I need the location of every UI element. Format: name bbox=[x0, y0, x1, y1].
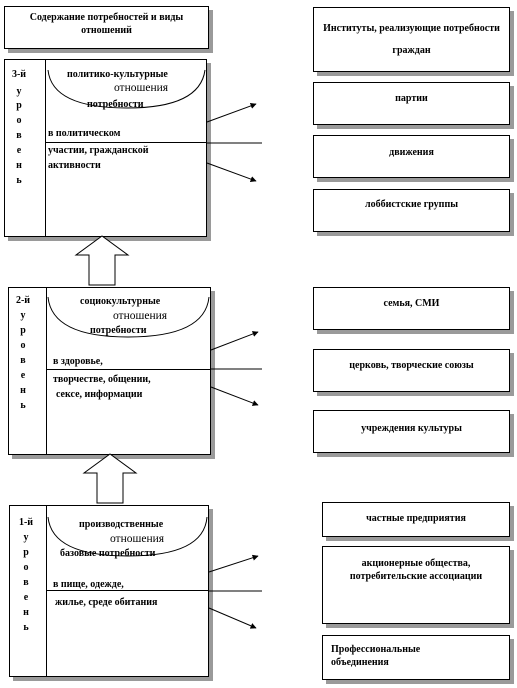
institution-family-media-text: семья, СМИ bbox=[383, 298, 440, 309]
level-2-arrow-up bbox=[210, 331, 259, 351]
level-3-label-0: 3-й bbox=[11, 69, 27, 80]
level-3-divider bbox=[45, 60, 46, 236]
institution-lobby-groups-text: лоббистские группы bbox=[364, 199, 459, 210]
level-3-relation-type: политико-культурные bbox=[67, 69, 168, 80]
institution-box-movements: движения bbox=[313, 135, 510, 178]
level-2-needs-line3: сексе, информации bbox=[56, 389, 143, 400]
level-3-label-2: р bbox=[16, 100, 22, 111]
level-1-label-1: у bbox=[23, 532, 29, 543]
block-arrow-1-to-2 bbox=[82, 453, 138, 504]
level-3-label-5: е bbox=[16, 145, 22, 156]
level-1-label-2: р bbox=[23, 547, 29, 558]
level-1-label-7: ь bbox=[23, 622, 29, 633]
level-2-label-2: р bbox=[20, 325, 26, 336]
level-1-needs-line1: в пище, одежде, bbox=[53, 579, 124, 590]
level-2-relations-word: отношения bbox=[112, 310, 168, 322]
level-3-relations-word: отношения bbox=[113, 82, 169, 94]
level-1-needs-line2: жилье, среде обитания bbox=[55, 597, 158, 608]
level-2-label-7: ь bbox=[20, 400, 26, 411]
institution-church-unions-text: церковь, творческие союзы bbox=[349, 360, 474, 371]
level-3-needs-line2: участии, гражданской bbox=[48, 145, 149, 156]
level-3-label-6: н bbox=[16, 160, 22, 171]
institution-box-lobby-groups: лоббистские группы bbox=[313, 189, 510, 232]
institution-box-family-media: семья, СМИ bbox=[313, 287, 510, 330]
level-1-divider bbox=[46, 506, 47, 676]
level-3-arrow-up bbox=[206, 103, 257, 123]
level-1-relation-type: производственные bbox=[79, 519, 164, 530]
level-3-label-7: ь bbox=[16, 175, 22, 186]
institution-parties-text: партии bbox=[395, 93, 428, 104]
level-2-needs-line1: в здоровье, bbox=[53, 356, 103, 367]
level-1-label-6: н bbox=[23, 607, 29, 618]
institution-box-professional-associations: Профессиональные объединения bbox=[322, 635, 510, 680]
level-1-label-0: 1-й bbox=[18, 517, 34, 528]
level-3-needs-kind: потребности bbox=[87, 99, 144, 110]
level-2-label-6: н bbox=[20, 385, 26, 396]
level-2-relation-type: социокультурные bbox=[80, 296, 161, 307]
level-2-needs-line2: творчестве, общении, bbox=[53, 374, 151, 385]
institution-movements-text: движения bbox=[389, 147, 434, 158]
level-1-label-4: в bbox=[23, 577, 29, 588]
level-3-label-1: у bbox=[16, 86, 22, 97]
level-1-needs-kind: базовые потребности bbox=[60, 548, 156, 559]
institution-box-culture: учреждения культуры bbox=[313, 410, 510, 453]
level-2-label-1: у bbox=[20, 310, 26, 321]
level-3-arrow-down bbox=[206, 162, 257, 182]
level-2-separator bbox=[47, 369, 210, 370]
level-2-label-0: 2-й bbox=[15, 295, 31, 306]
block-arrow-2-to-3 bbox=[74, 235, 130, 286]
institutions-header-box: Институты, реализующие потребности гражд… bbox=[313, 7, 510, 72]
level-2-label-5: е bbox=[20, 370, 26, 381]
needs-header-text: Содержание потребностей и виды отношений bbox=[29, 12, 184, 36]
level-1-label-3: о bbox=[23, 562, 29, 573]
level-2-needs-kind: потребности bbox=[90, 325, 147, 336]
level-1-arrow-down bbox=[208, 607, 257, 629]
institution-private-enterprises-text: частные предприятия bbox=[366, 513, 466, 524]
institution-culture-text: учреждения культуры bbox=[361, 423, 462, 434]
level-1-relations-word: отношения bbox=[109, 533, 165, 545]
institution-box-parties: партии bbox=[313, 82, 510, 125]
level-1-arrow-up bbox=[208, 554, 259, 573]
institution-box-church-unions: церковь, творческие союзы bbox=[313, 349, 510, 392]
level-3-label-4: в bbox=[16, 130, 22, 141]
level-1-separator bbox=[47, 590, 208, 591]
institution-box-joint-stock: акционерные общества, потребительские ас… bbox=[322, 546, 510, 624]
level-2-label-4: в bbox=[20, 355, 26, 366]
level-3-needs-line3: активности bbox=[48, 160, 101, 171]
level-3-needs-line1: в политическом bbox=[48, 128, 121, 139]
level-3-separator bbox=[46, 142, 206, 143]
institution-joint-stock-text: акционерные общества, потребительские ас… bbox=[349, 558, 483, 582]
needs-header-box: Содержание потребностей и виды отношений bbox=[4, 6, 209, 49]
level-2-label-3: о bbox=[20, 340, 26, 351]
level-2-arrow-down bbox=[210, 386, 259, 406]
level-3-label-3: о bbox=[16, 115, 22, 126]
level-2-divider bbox=[46, 288, 47, 454]
institutions-header-text: Институты, реализующие потребности гражд… bbox=[323, 23, 500, 56]
institution-professional-associations-text: Профессиональные объединения bbox=[331, 644, 421, 668]
institution-box-private-enterprises: частные предприятия bbox=[322, 502, 510, 537]
level-1-label-5: е bbox=[23, 592, 29, 603]
